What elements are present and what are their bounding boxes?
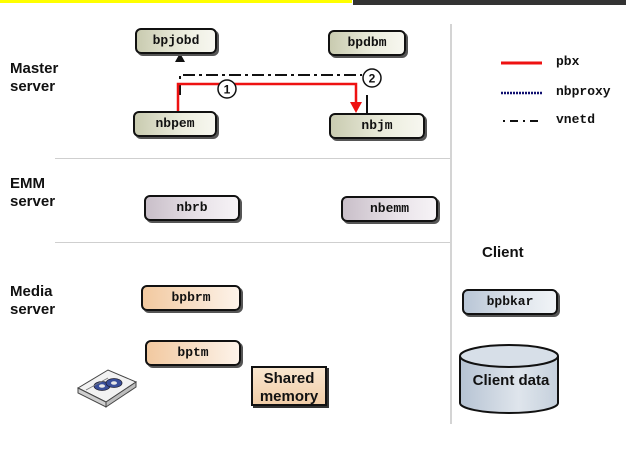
client-data-cylinder — [459, 344, 559, 414]
step-2-label: 2 — [369, 72, 376, 86]
top-accent-bar — [0, 0, 352, 3]
pbx-connection — [176, 82, 358, 111]
process-nbjm[interactable]: nbjm — [329, 113, 425, 139]
process-bpbrm[interactable]: bpbrm — [141, 285, 241, 311]
process-bpbkar[interactable]: bpbkar — [462, 289, 558, 315]
vnetd-connection — [179, 74, 362, 95]
shared-memory-label: Shared memory — [259, 370, 319, 405]
step-1-label: 1 — [224, 83, 231, 97]
divider-emm-media — [55, 242, 450, 243]
top-dark-bar — [353, 0, 626, 5]
client-data-label: Client data — [472, 372, 550, 389]
shared-memory-box: Shared memory — [251, 366, 327, 406]
vnetd-arrowhead — [175, 53, 185, 62]
section-label-client: Client — [482, 244, 524, 261]
legend-label-nbproxy: nbproxy — [556, 84, 611, 99]
step-circle-1 — [217, 79, 237, 99]
pbx-arrowhead — [350, 102, 362, 113]
section-label-master: Master server — [10, 60, 59, 95]
tape-drive-icon — [76, 369, 138, 408]
section-label-emm: EMM server — [10, 175, 56, 210]
process-nbpem[interactable]: nbpem — [133, 111, 217, 137]
process-bpjobd[interactable]: bpjobd — [135, 28, 217, 54]
process-bpdbm[interactable]: bpdbm — [328, 30, 406, 56]
legend-label-vnetd: vnetd — [556, 112, 596, 127]
divider-client — [450, 24, 452, 424]
process-nbrb[interactable]: nbrb — [144, 195, 240, 221]
section-label-media: Media server — [10, 283, 56, 318]
legend-label-pbx: pbx — [556, 54, 580, 69]
process-nbemm[interactable]: nbemm — [341, 196, 438, 222]
step-circle-2 — [362, 68, 382, 88]
divider-master-emm — [55, 158, 450, 159]
process-bptm[interactable]: bptm — [145, 340, 241, 366]
